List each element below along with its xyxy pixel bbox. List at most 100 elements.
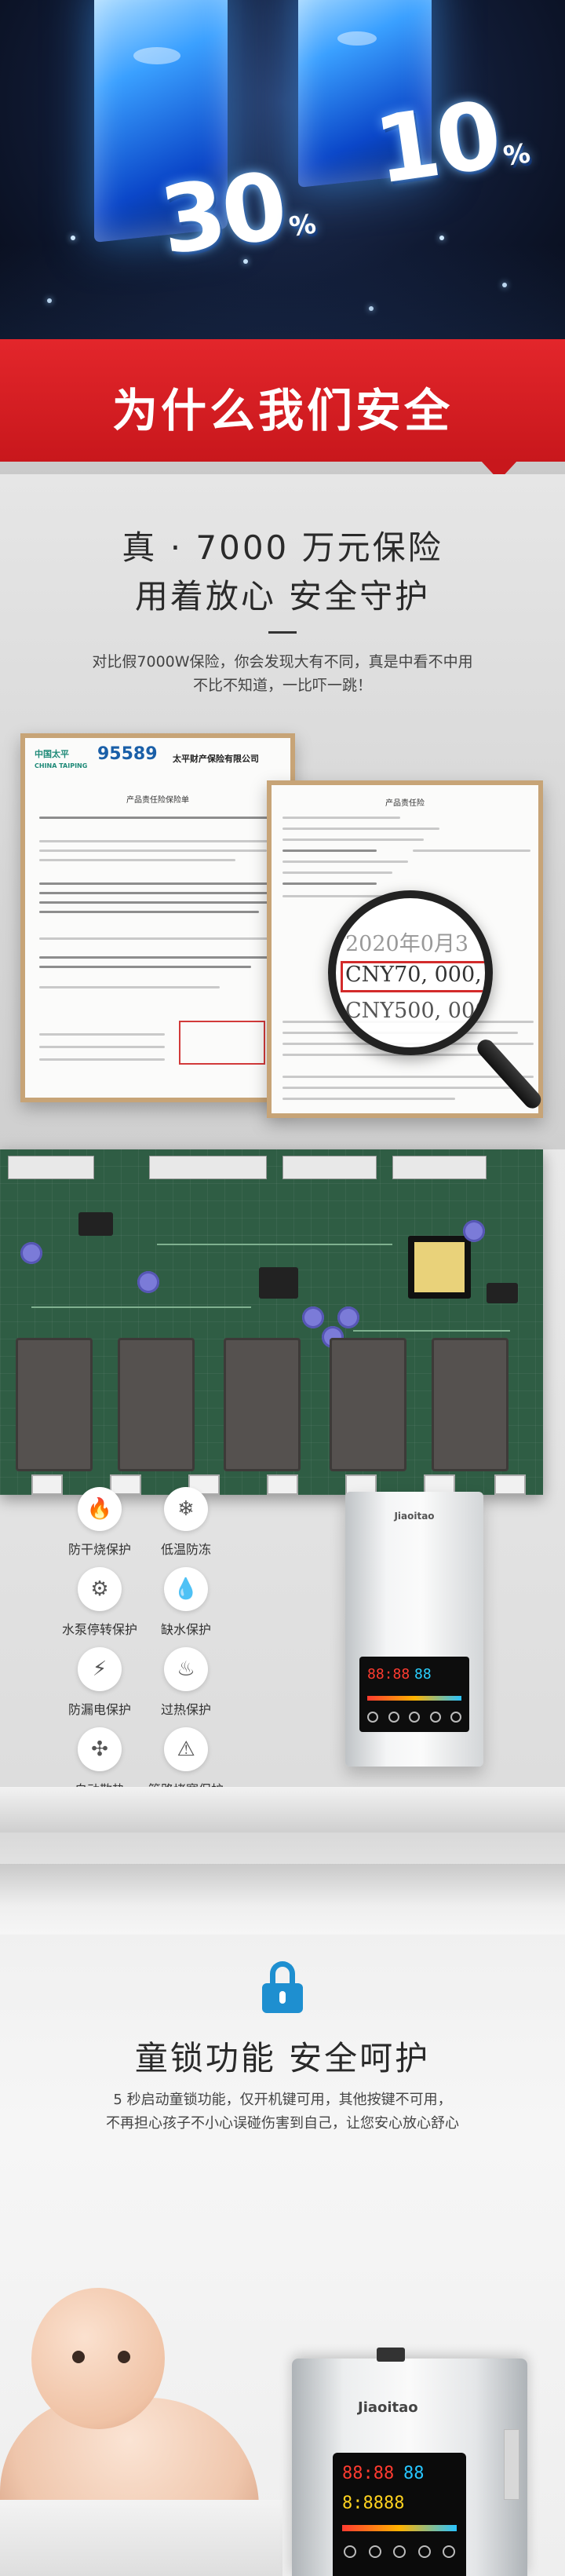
protection-item: ⚡ 防漏电保护 xyxy=(41,1647,159,1718)
pcb-capacitor xyxy=(302,1306,324,1328)
protection-item: ✣ 自动散热 xyxy=(41,1727,159,1798)
pcb-capacitor xyxy=(463,1220,485,1242)
certificate-heading: 产品责任险 xyxy=(385,799,425,808)
baby-eye xyxy=(118,2351,130,2363)
doc-text-line xyxy=(39,901,275,904)
percent-sign: % xyxy=(501,137,533,173)
protection-label: 防干烧保护 xyxy=(67,1542,131,1557)
doc-text-line xyxy=(39,859,235,861)
pcb-trace xyxy=(31,1306,251,1308)
insurer-logo: 中国太平 CHINA TAIPING xyxy=(35,747,87,770)
percent-sign: % xyxy=(286,208,319,243)
heater-pipe-connector xyxy=(377,2348,405,2362)
magnified-amount-main: CNY70, 000, 000. 00 xyxy=(345,963,485,987)
doc-text-line xyxy=(39,966,251,968)
doc-text-line xyxy=(39,817,275,819)
protection-label: 防漏电保护 xyxy=(67,1702,131,1717)
doc-text-line xyxy=(282,1098,455,1100)
child-lock-desc-line1: 5 秒启动童锁功能，仅开机键可用，其他按键不可用， xyxy=(113,2092,452,2108)
doc-text-line xyxy=(39,1033,165,1036)
water-droplet xyxy=(439,236,444,240)
insurer-company-name: 太平财产保险有限公司 xyxy=(173,754,259,764)
panel-digits-blue: 88 xyxy=(403,2464,425,2483)
insurance-title-line2: 用着放心 安全守护 xyxy=(134,577,431,616)
heater-icon: ♨ xyxy=(164,1647,208,1691)
doc-text-line xyxy=(39,911,259,913)
pcb-capacitor xyxy=(20,1242,42,1264)
panel-button xyxy=(429,1712,441,1723)
insurance-desc-line2: 不比不知道，一比吓一跳！ xyxy=(192,677,372,694)
amount-highlight-box xyxy=(341,961,485,992)
percent-10-label: 10% xyxy=(368,76,534,204)
doc-text-line xyxy=(39,882,282,885)
lightning-icon: ⚡ xyxy=(78,1647,122,1691)
protection-label: 缺水保护 xyxy=(160,1622,211,1637)
insurer-logo-sub: CHINA TAIPING xyxy=(35,762,88,769)
doc-text-line xyxy=(282,817,400,819)
banner-title: 为什么我们安全 xyxy=(111,384,453,437)
insurer-hotline: 95589 xyxy=(97,744,158,764)
doc-text-line xyxy=(282,882,377,885)
pcb-relay xyxy=(224,1338,301,1471)
doc-text-line xyxy=(282,1054,487,1056)
heater-control-panel: 88:88 88 8:8888 xyxy=(333,2453,466,2576)
panel-buttons xyxy=(367,1712,461,1723)
panel-button xyxy=(367,1712,378,1723)
magnified-amount-second: CNY500, 000, 00 xyxy=(345,999,493,1023)
doc-text-line xyxy=(282,839,424,841)
doc-text-line xyxy=(282,860,408,863)
heater-side-label xyxy=(504,2429,519,2500)
pcb-chip xyxy=(78,1212,113,1236)
protection-features-section: Jiaoitao 88:88 88 🔥 防干烧保护 ❄ 低温防冻 ⚙ 水泵停转保… xyxy=(0,1149,565,1832)
doc-text-line xyxy=(39,1046,165,1048)
background-shelf xyxy=(0,1864,565,1935)
panel-buttons xyxy=(344,2545,455,2558)
insurance-desc-line1: 对比假7000W保险，你会发现大有不同，真是中看不中用 xyxy=(92,653,473,670)
percent-value: 30 xyxy=(154,151,291,276)
water-droplet xyxy=(243,259,248,264)
panel-button xyxy=(388,1712,399,1723)
insurance-title-line1: 真 · 7000 万元保险 xyxy=(122,528,443,567)
protection-label: 过热保护 xyxy=(160,1702,211,1717)
pcb-transformer xyxy=(408,1236,471,1299)
pcb-terminal xyxy=(267,1474,298,1495)
protection-label: 低温防冻 xyxy=(160,1542,211,1557)
pipe-icon: ⚠ xyxy=(164,1727,208,1771)
water-droplet xyxy=(369,306,374,311)
water-heater-product-large: Jiaoitao 88:88 88 8:8888 xyxy=(292,2348,527,2576)
ice-highlight xyxy=(133,47,180,64)
lock-body xyxy=(262,1983,303,2013)
doc-text-line xyxy=(282,871,392,874)
protection-item: 🔥 防干烧保护 xyxy=(41,1487,159,1558)
ice-hero-section: 30% 10% xyxy=(0,0,565,339)
protection-item: 💧 缺水保护 xyxy=(127,1567,245,1638)
protection-item: ♨ 过热保护 xyxy=(127,1647,245,1718)
doc-text-line xyxy=(282,828,439,830)
pcb-terminal xyxy=(494,1474,526,1495)
pcb-relay xyxy=(16,1338,93,1471)
why-safe-banner-section: 为什么我们安全 xyxy=(0,339,565,480)
doc-text-line xyxy=(282,1076,534,1078)
magnified-date: 2020年0月3 xyxy=(345,932,469,956)
panel-button xyxy=(344,2545,356,2558)
doc-text-line xyxy=(39,892,282,894)
flame-icon: 🔥 xyxy=(78,1487,122,1531)
ice-reflection-floor xyxy=(0,245,565,339)
baby-head xyxy=(31,2288,165,2429)
doc-text-line xyxy=(39,1058,165,1061)
panel-button xyxy=(368,2545,381,2558)
section-divider-floor xyxy=(0,1787,565,1832)
panel-level-bar xyxy=(342,2525,457,2531)
doc-text-line xyxy=(282,850,377,852)
red-banner: 为什么我们安全 xyxy=(0,339,565,480)
stamp-text xyxy=(180,1027,264,1034)
doc-text-line xyxy=(39,986,220,988)
magnifying-glass-lens: 2020年0月3 CNY70, 000, 000. 00 CNY500, 000… xyxy=(328,890,493,1055)
title-divider xyxy=(268,631,297,634)
pcb-connector xyxy=(282,1156,377,1179)
panel-level-bar xyxy=(367,1696,461,1701)
panel-digits-yellow: 8:8888 xyxy=(342,2494,405,2513)
panel-button xyxy=(450,1712,461,1723)
protection-item: ❄ 低温防冻 xyxy=(127,1487,245,1558)
child-lock-title: 童锁功能 安全呵护 xyxy=(134,2039,431,2077)
